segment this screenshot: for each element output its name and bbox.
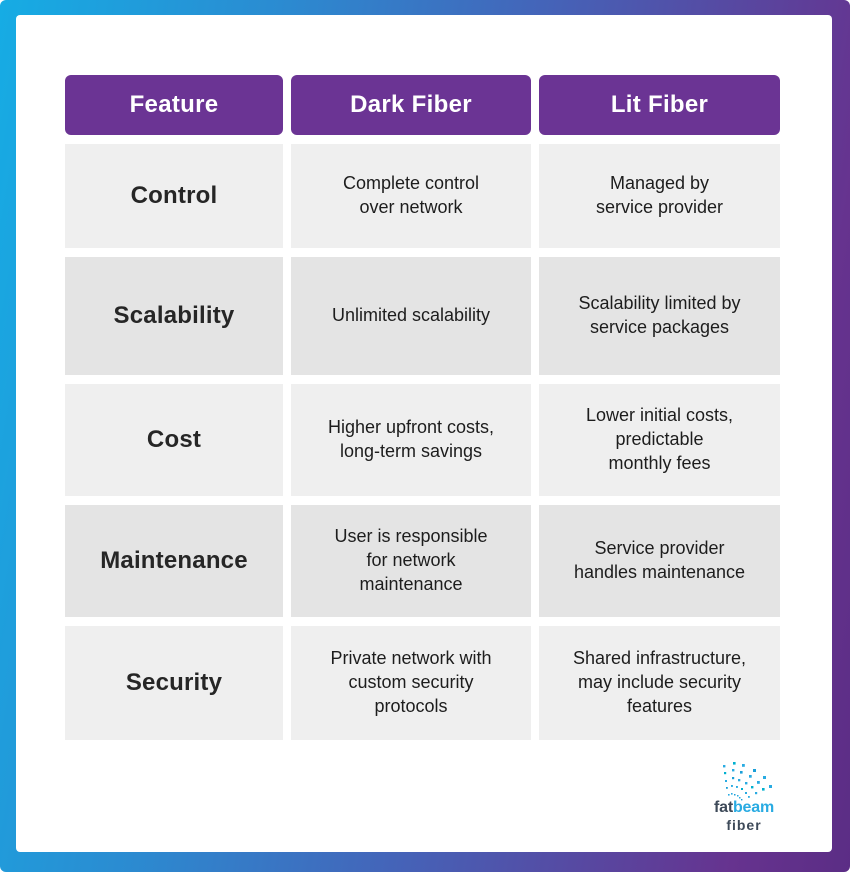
infographic-canvas: Feature Dark Fiber Lit Fiber Control Com… (16, 15, 832, 852)
logo-wordmark: fatbeam (702, 800, 786, 816)
dark-fiber-cell-scalability: Unlimited scalability (291, 257, 531, 375)
dark-fiber-cell-maintenance: User is responsible for network maintena… (291, 505, 531, 617)
logo-spray-icon (723, 762, 772, 801)
feature-cell-scalability: Scalability (65, 257, 283, 375)
lit-fiber-cell-maintenance: Service provider handles maintenance (539, 505, 780, 617)
feature-cell-cost: Cost (65, 384, 283, 496)
logo-word-beam: beam (732, 799, 774, 816)
logo-word-fiber: fiber (726, 817, 762, 833)
lit-fiber-cell-cost: Lower initial costs, predictable monthly… (539, 384, 780, 496)
dark-fiber-cell-security: Private network with custom security pro… (291, 626, 531, 740)
fatbeam-logo: fatbeam fiber (702, 758, 786, 832)
lit-fiber-cell-control: Managed by service provider (539, 144, 780, 248)
dark-fiber-cell-control: Complete control over network (291, 144, 531, 248)
lit-fiber-cell-security: Shared infrastructure, may include secur… (539, 626, 780, 740)
header-cell-lit-fiber: Lit Fiber (539, 75, 780, 135)
header-cell-dark-fiber: Dark Fiber (291, 75, 531, 135)
header-cell-feature: Feature (65, 75, 283, 135)
logo-word-fat: fat (714, 799, 733, 816)
lit-fiber-cell-scalability: Scalability limited by service packages (539, 257, 780, 375)
feature-cell-control: Control (65, 144, 283, 248)
dark-fiber-cell-cost: Higher upfront costs, long-term savings (291, 384, 531, 496)
feature-cell-security: Security (65, 626, 283, 740)
comparison-table: Feature Dark Fiber Lit Fiber Control Com… (65, 75, 780, 740)
feature-cell-maintenance: Maintenance (65, 505, 283, 617)
